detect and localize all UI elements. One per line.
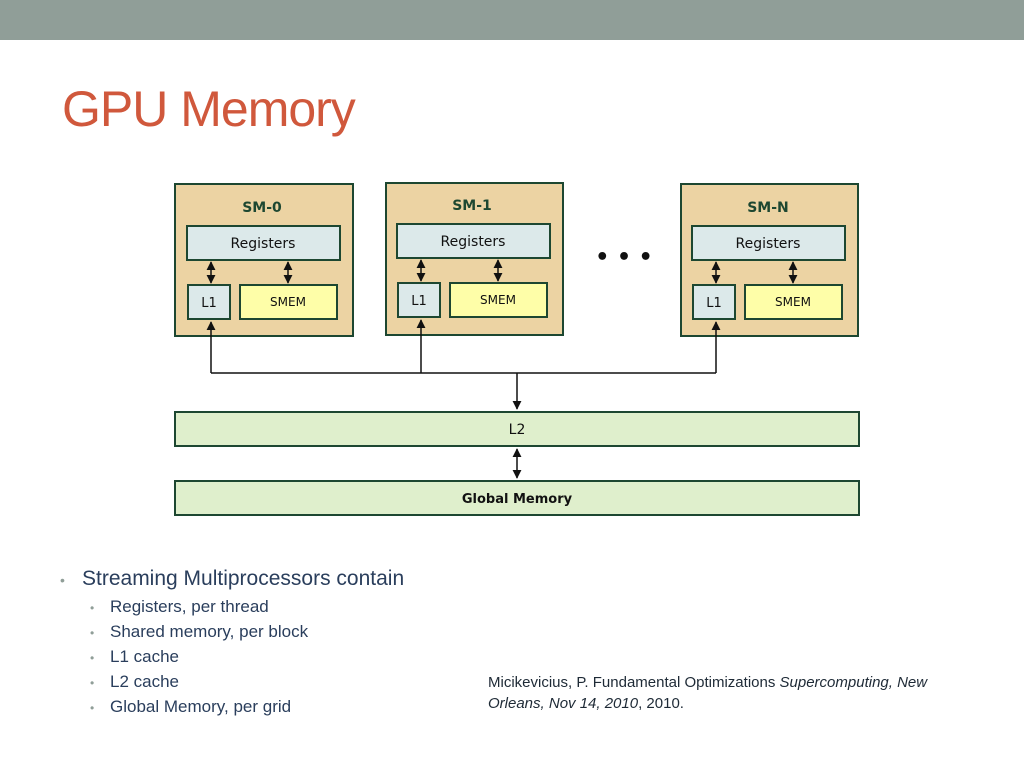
- sm-0-label: SM-0: [242, 200, 282, 216]
- sub-bullet-item: • Registers, per thread: [90, 595, 404, 620]
- sm-0-l1: [187, 284, 231, 320]
- sub-bullet-item: • Global Memory, per grid: [90, 695, 404, 720]
- l1-bus-connectors: [206, 319, 721, 410]
- sm-n-label: SM-N: [747, 200, 789, 216]
- sm-n-block: SM-N Registers L1 SMEM: [680, 183, 859, 337]
- sub-bullet-item: • Shared memory, per block: [90, 620, 404, 645]
- bullet-main-text: Streaming Multiprocessors contain: [82, 567, 405, 590]
- sm-0-smem-label: SMEM: [270, 295, 306, 309]
- global-memory-block: [174, 480, 860, 516]
- sub-bullet-text: L2 cache: [110, 672, 179, 691]
- sm-n-l1: [692, 284, 736, 320]
- sm-0-block: SM-0 Registers L1 SMEM: [174, 183, 354, 337]
- bullet-dot: •: [90, 601, 95, 615]
- sm-0-registers-label: Registers: [231, 236, 296, 252]
- top-bar: [0, 0, 1024, 40]
- sub-bullet-item: • L1 cache: [90, 645, 404, 670]
- bullet-dot: •: [90, 651, 95, 665]
- sm-n-l1-label: L1: [706, 296, 722, 311]
- sm-n-registers-label: Registers: [736, 236, 801, 252]
- sm-1-label: SM-1: [452, 198, 492, 214]
- citation-suffix: , 2010.: [638, 695, 684, 712]
- bullet-dot: •: [60, 572, 65, 588]
- slide-title: GPU Memory: [62, 81, 356, 137]
- l2-block: [174, 411, 860, 447]
- bullet-list: • Streaming Multiprocessors contain • Re…: [60, 566, 404, 720]
- sm-1-registers: [396, 223, 551, 259]
- bullet-dot: •: [90, 701, 95, 715]
- citation: Micikevicius, P. Fundamental Optimizatio…: [488, 672, 968, 714]
- sm-ellipsis: • • •: [595, 245, 653, 270]
- sm-n-smem: [744, 284, 843, 320]
- sm-n-registers: [691, 225, 846, 261]
- global-memory-label: Global Memory: [462, 492, 573, 507]
- sm-1-smem-label: SMEM: [480, 293, 516, 307]
- citation-prefix: Micikevicius, P. Fundamental Optimizatio…: [488, 674, 780, 691]
- sm-1-l1: [397, 282, 441, 318]
- sm-n-smem-label: SMEM: [775, 295, 811, 309]
- bullet-dot: •: [90, 676, 95, 690]
- sm-1-registers-label: Registers: [441, 234, 506, 250]
- sm-0-registers: [186, 225, 341, 261]
- bullet-main: • Streaming Multiprocessors contain: [60, 566, 404, 593]
- sm-1-l1-label: L1: [411, 294, 427, 309]
- sub-bullet-list: • Registers, per thread • Shared memory,…: [90, 595, 404, 720]
- sm-0-smem: [239, 284, 338, 320]
- l2-label: L2: [509, 422, 526, 438]
- sub-bullet-text: Global Memory, per grid: [110, 697, 292, 716]
- sub-bullet-text: L1 cache: [110, 647, 179, 666]
- sm-0-l1-label: L1: [201, 296, 217, 311]
- sm-1-smem: [449, 282, 548, 318]
- sub-bullet-text: Shared memory, per block: [110, 622, 309, 641]
- bullet-dot: •: [90, 626, 95, 640]
- sm-1-block: SM-1 Registers L1 SMEM: [385, 182, 564, 336]
- sub-bullet-text: Registers, per thread: [110, 597, 269, 616]
- citation-italic: Supercomputing, New Orleans, Nov 14, 201…: [488, 674, 928, 712]
- sub-bullet-item: • L2 cache: [90, 670, 404, 695]
